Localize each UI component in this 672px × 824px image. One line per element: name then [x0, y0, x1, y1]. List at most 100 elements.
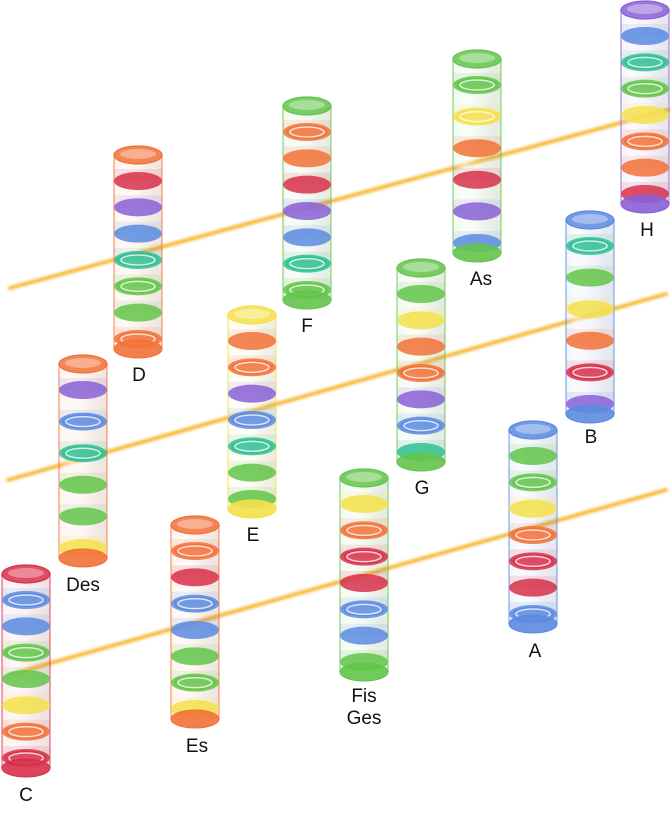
band-disc-blue	[171, 594, 219, 613]
band-ring-outer	[231, 412, 273, 428]
column-bottom-cap	[452, 243, 502, 263]
column-top-highlight	[120, 149, 156, 159]
band-ring	[177, 676, 213, 689]
band-ring	[572, 240, 608, 252]
band-disc-green	[171, 673, 219, 692]
label-fis-ges-line: Ges	[347, 708, 382, 729]
band-disc-orange	[621, 132, 669, 151]
band-disc-blue	[59, 412, 107, 431]
band-ring-outer	[512, 527, 554, 543]
band-disc-orange	[228, 358, 276, 377]
column-top-cap	[227, 305, 277, 325]
band-disc-violet	[59, 381, 107, 399]
band-ring	[8, 725, 44, 738]
band-ring	[403, 367, 439, 379]
column-top-cap	[396, 258, 446, 278]
band-disc-violet	[228, 384, 276, 403]
band-ring-outer	[624, 81, 666, 96]
band-ring	[459, 79, 495, 91]
band-ring	[65, 415, 101, 428]
column-top-cap	[508, 420, 558, 440]
band-ring	[8, 594, 44, 606]
band-disc-red	[453, 170, 501, 189]
band-disc-green	[509, 447, 557, 465]
column-top-cap	[339, 468, 389, 488]
band-ring-outer	[5, 592, 47, 608]
band-ring	[120, 254, 156, 266]
tone-column-c	[1, 564, 51, 778]
band-ring-outer	[456, 77, 498, 93]
band-ring	[627, 135, 663, 148]
band-disc-green	[397, 285, 445, 303]
column-top-cap	[452, 49, 502, 69]
band-ring-outer	[624, 55, 666, 70]
band-disc-orange	[397, 337, 445, 356]
band-disc-red	[171, 568, 219, 587]
band-ring-outer	[569, 365, 611, 380]
tone-column-fis-ges	[339, 468, 389, 682]
column-top-cap	[113, 145, 163, 165]
band-ring	[65, 447, 101, 459]
column-top-highlight	[627, 4, 663, 14]
column-bottom-cap	[339, 662, 389, 682]
band-disc-orange	[228, 332, 276, 350]
tone-column-es	[170, 515, 220, 729]
column-top-highlight	[177, 519, 213, 529]
column-top-cap	[170, 515, 220, 535]
tone-column-des	[58, 354, 108, 568]
band-disc-blue	[114, 224, 162, 243]
band-disc-teal	[283, 254, 331, 273]
tone-column-h	[620, 0, 670, 214]
column-top-highlight	[403, 262, 439, 272]
band-ring-outer	[231, 439, 273, 454]
band-disc-yellow	[509, 499, 557, 518]
band-ring	[289, 257, 325, 270]
band-ring	[346, 603, 382, 616]
band-disc-red	[509, 578, 557, 597]
tone-column-e	[227, 305, 277, 519]
band-ring-outer	[512, 554, 554, 569]
band-disc-blue	[397, 416, 445, 435]
band-disc-green	[59, 507, 107, 526]
column-bottom-cap	[565, 404, 615, 424]
band-disc-blue	[340, 626, 388, 645]
band-ring-outer	[5, 645, 47, 660]
tone-column-d	[113, 145, 163, 359]
band-ring-outer	[174, 675, 216, 690]
band-ring	[120, 280, 156, 293]
band-ring	[234, 414, 270, 426]
band-disc-yellow	[397, 311, 445, 330]
band-disc-blue	[2, 591, 50, 609]
band-disc-orange	[283, 149, 331, 168]
band-disc-green	[566, 268, 614, 287]
band-ring	[515, 555, 551, 568]
band-ring-outer	[343, 549, 385, 564]
band-ring-outer	[624, 134, 666, 149]
band-disc-orange	[171, 542, 219, 560]
band-ring	[234, 440, 270, 453]
label-h: H	[640, 220, 654, 241]
band-disc-red	[340, 547, 388, 566]
band-ring-outer	[343, 523, 385, 538]
column-top-highlight	[572, 214, 608, 224]
column-bottom-cap	[113, 339, 163, 359]
band-disc-red	[283, 175, 331, 194]
band-disc-blue	[621, 27, 669, 45]
band-disc-green	[228, 463, 276, 482]
column-top-highlight	[65, 358, 101, 368]
label-fis-ges-line: Fis	[351, 686, 376, 707]
band-ring-outer	[174, 596, 216, 611]
label-des: Des	[66, 575, 100, 596]
band-disc-orange	[453, 139, 501, 158]
label-b: B	[585, 427, 598, 448]
band-disc-teal	[59, 444, 107, 463]
band-disc-orange	[566, 331, 614, 350]
band-disc-red	[114, 172, 162, 190]
label-g: G	[415, 478, 430, 499]
band-ring-outer	[456, 109, 498, 124]
band-ring	[234, 361, 270, 374]
column-bottom-cap	[396, 452, 446, 472]
column-top-cap	[1, 564, 51, 584]
band-disc-green	[453, 76, 501, 94]
